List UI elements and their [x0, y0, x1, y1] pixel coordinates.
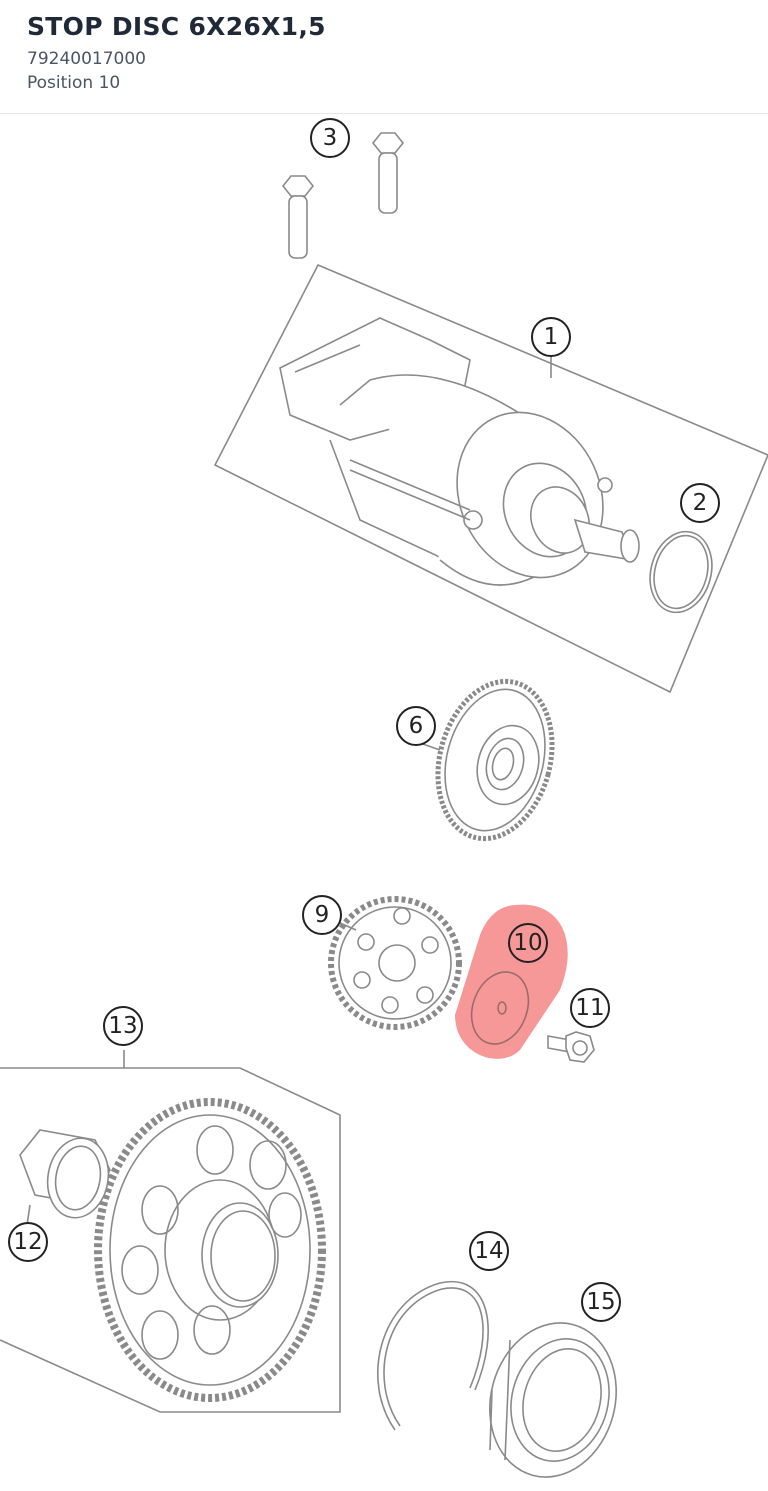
- part-3-bolts[interactable]: [281, 132, 405, 259]
- diagram-svg: 3 1 2 6 9 10 1: [0, 118, 768, 1491]
- svg-text:6: 6: [409, 713, 424, 739]
- callouts: 3 1 2 6 9 10 1: [8, 118, 720, 1322]
- callout-12[interactable]: 12: [8, 1222, 48, 1262]
- callout-10[interactable]: 10: [508, 923, 548, 963]
- part-6-gear[interactable]: [421, 668, 569, 851]
- svg-text:12: 12: [13, 1229, 42, 1255]
- svg-text:11: 11: [575, 995, 604, 1021]
- callout-13[interactable]: 13: [103, 1006, 143, 1046]
- callout-14[interactable]: 14: [469, 1231, 509, 1271]
- svg-text:9: 9: [315, 902, 330, 928]
- exploded-parts-diagram: 3 1 2 6 9 10 1: [0, 115, 768, 1491]
- callout-1[interactable]: 1: [531, 317, 571, 357]
- part-number: 79240017000: [27, 49, 146, 69]
- svg-text:10: 10: [513, 930, 542, 956]
- svg-text:2: 2: [693, 490, 708, 516]
- svg-text:3: 3: [323, 125, 338, 151]
- part-11-bolt[interactable]: [547, 1031, 595, 1063]
- svg-text:14: 14: [474, 1238, 503, 1264]
- part-position: Position 10: [27, 73, 121, 93]
- svg-text:13: 13: [108, 1013, 137, 1039]
- callout-2[interactable]: 2: [680, 483, 720, 523]
- callout-6[interactable]: 6: [396, 706, 436, 746]
- part-2-o-ring[interactable]: [641, 525, 720, 620]
- svg-text:15: 15: [586, 1289, 615, 1315]
- callout-11[interactable]: 11: [570, 988, 610, 1028]
- part-9-sprocket[interactable]: [328, 896, 462, 1030]
- part-10-stop-disc-highlight[interactable]: [455, 904, 568, 1059]
- part-title: STOP DISC 6X26X1,5: [27, 12, 326, 41]
- callout-9[interactable]: 9: [302, 895, 342, 935]
- part-12-sleeve[interactable]: [19, 1129, 114, 1223]
- part-1-starter-motor[interactable]: [213, 263, 768, 694]
- svg-text:1: 1: [544, 324, 559, 350]
- callout-3[interactable]: 3: [310, 118, 350, 158]
- callout-15[interactable]: 15: [581, 1282, 621, 1322]
- part-15-oil-seal[interactable]: [473, 1309, 633, 1491]
- part-header: STOP DISC 6X26X1,5 79240017000 Position …: [0, 0, 768, 114]
- part-13-ring-gear[interactable]: [0, 1050, 341, 1413]
- part-14-circlip[interactable]: [376, 1280, 489, 1431]
